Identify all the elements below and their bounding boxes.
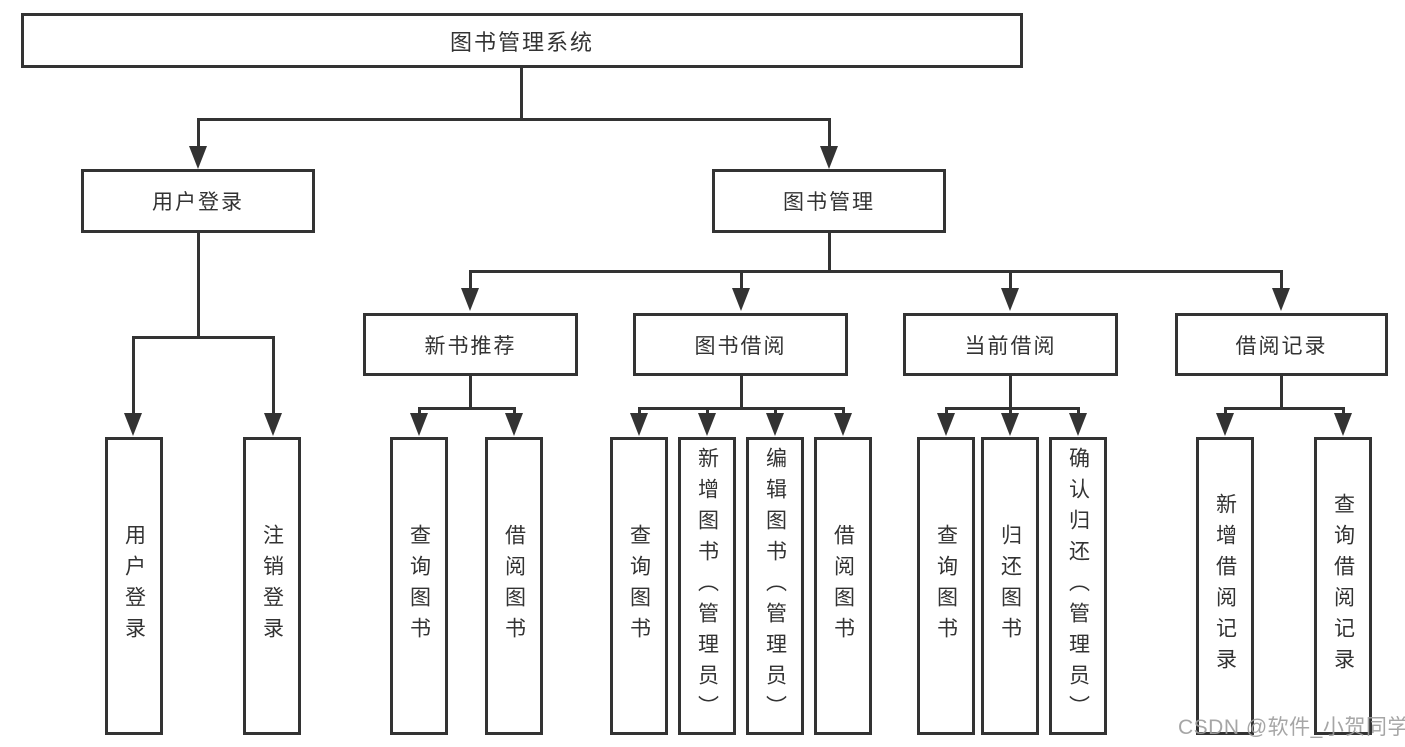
arrow-down-icon <box>1069 413 1087 436</box>
connector-line <box>1009 407 1012 416</box>
node-new-book-recommend: 新书推荐 <box>363 313 578 376</box>
connector-line <box>1009 270 1012 290</box>
node-label: 归还图书 <box>998 524 1022 648</box>
arrow-down-icon <box>1216 413 1234 436</box>
node-label: 查询借阅记录 <box>1331 493 1355 679</box>
connector-line <box>513 407 516 416</box>
arrow-down-icon <box>189 146 207 169</box>
connector-line <box>469 270 472 290</box>
arrow-down-icon <box>410 413 428 436</box>
connector-line <box>418 407 516 410</box>
connector-line <box>1224 407 1344 410</box>
leaf-user-login: 用户登录 <box>105 437 163 735</box>
connector-line <box>469 374 472 410</box>
leaf-edit-books-admin: 编辑图书（管理员） <box>746 437 804 735</box>
leaf-query-books-borrow: 查询图书 <box>610 437 668 735</box>
node-label: 用户登录 <box>152 191 244 214</box>
node-label: 查询图书 <box>407 524 431 648</box>
node-book-management: 图书管理 <box>712 169 946 233</box>
connector-line <box>132 336 135 416</box>
arrow-down-icon <box>264 413 282 436</box>
arrow-down-icon <box>732 288 750 311</box>
node-label: 图书管理 <box>783 191 875 214</box>
connector-line <box>740 374 743 410</box>
node-label: 借阅图书 <box>502 524 526 648</box>
node-label: 图书管理系统 <box>449 29 594 55</box>
arrow-down-icon <box>820 146 838 169</box>
connector-line <box>774 407 777 416</box>
arrow-down-icon <box>1334 413 1352 436</box>
node-label: 借阅记录 <box>1235 334 1328 358</box>
leaf-borrow-books: 借阅图书 <box>814 437 872 735</box>
connector-line <box>469 270 1283 273</box>
connector-line <box>1009 374 1012 410</box>
node-label: 用户登录 <box>122 524 146 648</box>
node-label: 当前借阅 <box>964 334 1057 358</box>
arrow-down-icon <box>937 413 955 436</box>
connector-line <box>197 118 200 149</box>
arrow-down-icon <box>630 413 648 436</box>
leaf-return-books: 归还图书 <box>981 437 1039 735</box>
connector-line <box>828 118 831 149</box>
connector-line <box>945 407 1079 410</box>
node-label: 新增图书（管理员） <box>695 446 719 726</box>
connector-line <box>197 231 200 336</box>
node-label: 图书借阅 <box>694 334 787 358</box>
node-user-login-group: 用户登录 <box>81 169 315 233</box>
connector-line <box>842 407 845 416</box>
leaf-query-borrow-record: 查询借阅记录 <box>1314 437 1372 735</box>
connector-line <box>1077 407 1080 416</box>
connector-line <box>638 407 844 410</box>
node-current-borrow: 当前借阅 <box>903 313 1118 376</box>
connector-line <box>828 231 831 272</box>
connector-line <box>197 118 831 121</box>
connector-line <box>1342 407 1345 416</box>
connector-line <box>418 407 421 416</box>
node-label: 确认归还（管理员） <box>1066 446 1090 726</box>
node-label: 新增借阅记录 <box>1213 493 1237 679</box>
node-book-borrow: 图书借阅 <box>633 313 848 376</box>
node-label: 编辑图书（管理员） <box>763 446 787 726</box>
arrow-down-icon <box>766 413 784 436</box>
node-root-system: 图书管理系统 <box>21 13 1023 68</box>
node-label: 注销登录 <box>260 524 284 648</box>
arrow-down-icon <box>505 413 523 436</box>
connector-line <box>1224 407 1227 416</box>
connector-line <box>520 66 523 118</box>
leaf-confirm-return-admin: 确认归还（管理员） <box>1049 437 1107 735</box>
arrow-down-icon <box>834 413 852 436</box>
csdn-watermark: CSDN @软件_小贺同学 <box>1178 716 1405 739</box>
arrow-down-icon <box>698 413 716 436</box>
connector-line <box>706 407 709 416</box>
leaf-logout: 注销登录 <box>243 437 301 735</box>
leaf-query-books-current: 查询图书 <box>917 437 975 735</box>
connector-line <box>1280 270 1283 290</box>
connector-line <box>132 336 275 339</box>
connector-line <box>740 270 743 290</box>
connector-line <box>1280 374 1283 410</box>
arrow-down-icon <box>124 413 142 436</box>
arrow-down-icon <box>1001 288 1019 311</box>
leaf-add-books-admin: 新增图书（管理员） <box>678 437 736 735</box>
leaf-borrow-books-recommend: 借阅图书 <box>485 437 543 735</box>
connector-line <box>272 336 275 416</box>
arrow-down-icon <box>1001 413 1019 436</box>
connector-line <box>638 407 641 416</box>
node-label: 新书推荐 <box>424 334 517 358</box>
leaf-query-books-recommend: 查询图书 <box>390 437 448 735</box>
leaf-add-borrow-record: 新增借阅记录 <box>1196 437 1254 735</box>
arrow-down-icon <box>461 288 479 311</box>
arrow-down-icon <box>1272 288 1290 311</box>
node-label: 查询图书 <box>627 524 651 648</box>
node-borrow-records: 借阅记录 <box>1175 313 1388 376</box>
node-label: 借阅图书 <box>831 524 855 648</box>
node-label: 查询图书 <box>934 524 958 648</box>
connector-line <box>945 407 948 416</box>
